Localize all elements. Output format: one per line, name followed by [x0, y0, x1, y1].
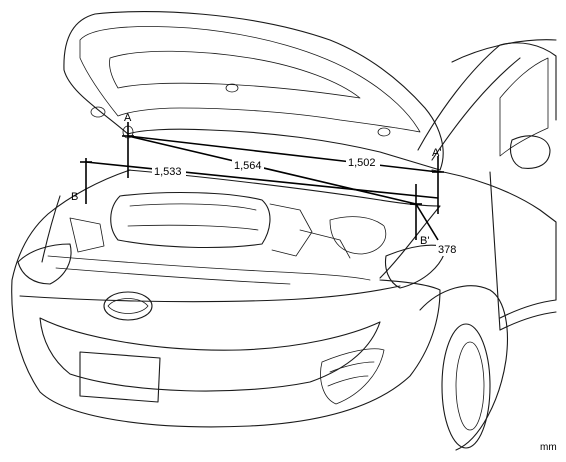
- engine-bay-right-edge: [379, 205, 441, 279]
- a-to-a-prime-line: [127, 135, 439, 173]
- rocker-line: [499, 311, 557, 331]
- radiator-support: [47, 255, 371, 285]
- left-headlight: [17, 243, 72, 285]
- front-bumper: [11, 279, 441, 428]
- point-b-prime-label: B': [420, 235, 429, 247]
- fog-light-lines: [327, 361, 375, 387]
- front-door-line: [489, 171, 501, 331]
- measurement-b-prime-height: 378: [438, 244, 456, 256]
- b-prime-height-line: [415, 203, 439, 241]
- point-b-label: B: [71, 191, 78, 203]
- front-rim: [455, 341, 485, 431]
- point-labels: A B A' B': [71, 112, 441, 247]
- measurement-a-a-prime: 1,502: [348, 157, 376, 169]
- bumper-upper-line: [19, 285, 401, 303]
- engine-cover-ridge: [127, 203, 259, 231]
- label-bg-1533: [152, 165, 186, 178]
- point-a-prime-label: A': [432, 147, 441, 159]
- label-bg-1564: [232, 159, 264, 172]
- hood-latch-center: [225, 83, 239, 93]
- license-plate: [79, 351, 161, 403]
- front-wheel-arch: [419, 285, 508, 451]
- unit-label: mm: [540, 442, 557, 453]
- label-bg-378: [436, 243, 458, 256]
- front-grille: [39, 317, 381, 392]
- a-to-b-prime-line: [127, 135, 417, 205]
- car-illustration: [11, 11, 557, 451]
- brand-emblem: [103, 291, 153, 321]
- fog-light-recess: [320, 348, 385, 405]
- hood-inner-recess: [109, 50, 361, 99]
- measurement-labels: 1,564 1,502 1,533 378: [152, 156, 458, 256]
- emblem-inner: [107, 298, 149, 314]
- right-fender: [431, 169, 557, 319]
- windshield-frame: [417, 42, 557, 151]
- a-pillar: [431, 57, 521, 161]
- engine-bay-left-edge: [41, 195, 61, 263]
- side-mirror: [509, 135, 551, 169]
- right-headlight: [384, 244, 447, 289]
- hood-latch-left: [90, 106, 106, 118]
- label-bg-1502: [346, 156, 380, 169]
- dimension-lines: [80, 122, 444, 241]
- engine-parts: [69, 203, 387, 259]
- side-window: [499, 57, 549, 157]
- b-to-a-prime-line: [85, 161, 439, 199]
- engine-cover: [110, 191, 271, 249]
- left-fender: [11, 169, 131, 281]
- hood-latch-right: [377, 127, 391, 137]
- point-a-label: A: [124, 112, 132, 124]
- hood-inner-panel: [79, 26, 421, 133]
- front-tire: [441, 323, 491, 449]
- hood-outline: [63, 11, 444, 171]
- measurement-a-b-prime: 1,564: [234, 160, 262, 172]
- measurement-b-a-prime: 1,533: [154, 166, 182, 178]
- roof-line: [451, 39, 557, 63]
